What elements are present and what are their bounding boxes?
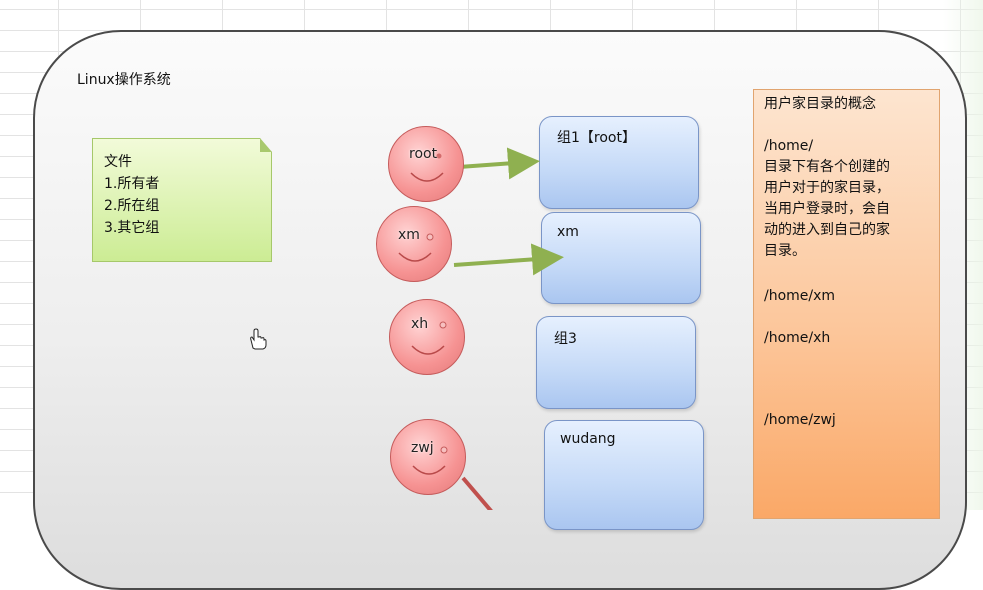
group-label-root: 组1【root】: [557, 130, 636, 146]
note-line-owner: 1.所有者: [104, 176, 160, 192]
smile-icon: [411, 321, 447, 355]
home-line: 用户家目录的概念: [764, 96, 876, 112]
user-face-xh: [389, 299, 465, 375]
home-line: 目录下有各个创建的: [764, 159, 890, 175]
group-box-3: [536, 316, 696, 409]
group-label-wudang: wudang: [560, 431, 616, 447]
home-line-xh: /home/xh: [764, 330, 831, 346]
note-line-title: 文件: [104, 154, 132, 170]
home-line-xm: /home/xm: [764, 288, 836, 304]
note-line-group: 2.所在组: [104, 198, 160, 214]
note-line-others: 3.其它组: [104, 220, 160, 236]
home-line: 当用户登录时，会自: [764, 201, 890, 217]
user-face-zwj: [390, 419, 466, 495]
smile-icon: [410, 153, 444, 182]
user-label-root: root: [409, 146, 438, 162]
home-directory-panel: [753, 89, 940, 519]
user-face-xm: [376, 206, 452, 282]
user-label-zwj: zwj: [411, 440, 434, 456]
smile-icon: [412, 446, 448, 475]
os-title: Linux操作系统: [77, 72, 171, 88]
home-line: 动的进入到自己的家: [764, 222, 890, 238]
arrow-root-to-group1: [458, 147, 540, 180]
group-box-xm: [541, 212, 701, 304]
user-face-root: [388, 126, 464, 202]
user-label-xh: xh: [411, 316, 429, 332]
arrow-zwj-to-wudang: [461, 476, 493, 510]
home-line: 用户对于的家目录，: [764, 180, 890, 196]
group-label-3: 组3: [554, 331, 577, 347]
group-label-xm: xm: [557, 224, 579, 240]
home-line: 目录。: [764, 243, 806, 259]
smile-icon: [398, 233, 434, 262]
file-permissions-note: [92, 138, 272, 262]
arrow-xm-to-group-xm: [453, 243, 564, 276]
user-label-xm: xm: [398, 227, 420, 243]
home-line-zwj: /home/zwj: [764, 412, 836, 428]
home-line: /home/: [764, 138, 814, 154]
connector-arrows: [453, 147, 564, 510]
hand-cursor-icon: [250, 328, 267, 350]
